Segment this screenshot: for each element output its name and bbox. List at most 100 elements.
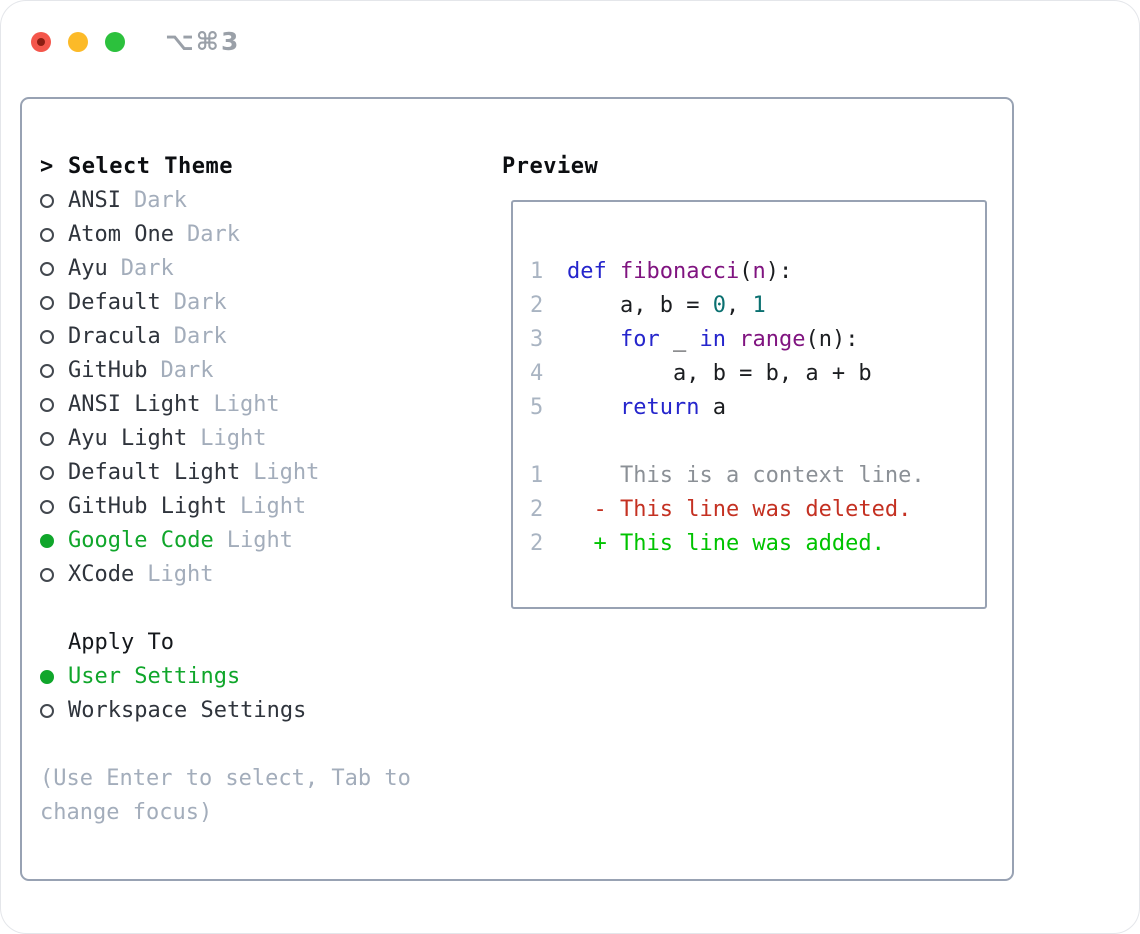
help-line-1: (Use Enter to select, Tab to	[40, 766, 411, 791]
radio-icon	[40, 262, 54, 276]
theme-option-xcode[interactable]: XCode Light	[40, 558, 319, 592]
code-line: 5 return a	[530, 391, 979, 425]
radio-slot	[40, 432, 68, 446]
token-plain	[726, 327, 739, 352]
theme-name: Ayu Light	[68, 426, 188, 451]
diff-text: + This line was added.	[567, 531, 885, 556]
theme-name: GitHub	[68, 358, 148, 383]
radio-icon	[40, 466, 54, 480]
radio-icon	[40, 296, 54, 310]
theme-option-dracula[interactable]: Dracula Dark	[40, 320, 319, 354]
apply-option-label: Workspace Settings	[68, 698, 307, 723]
help-line-2: change focus)	[40, 800, 213, 825]
theme-variant: Light	[213, 392, 280, 417]
token-plain: (	[739, 259, 753, 284]
line-number: 2	[530, 497, 544, 522]
code-text: a, b = b, a + b	[567, 357, 872, 391]
zoom-button[interactable]	[105, 31, 125, 52]
theme-variant: Dark	[160, 358, 214, 383]
radio-slot	[40, 194, 68, 208]
diff-text: This is a context line.	[567, 463, 925, 488]
radio-slot	[40, 330, 68, 344]
diff-line-deleted: 2 - This line was deleted.	[530, 493, 979, 527]
token-plain: (n):	[805, 327, 859, 352]
cursor-prompt-icon: >	[40, 154, 54, 179]
code-line: 3 for _ in range(n):	[530, 323, 979, 357]
theme-name: Google Code	[68, 528, 214, 553]
radio-icon	[40, 704, 54, 718]
line-number: 1	[530, 259, 544, 284]
line-number: 2	[530, 531, 544, 556]
line-number: 5	[530, 395, 544, 420]
radio-icon	[40, 432, 54, 446]
token-function: n	[752, 259, 766, 284]
token-keyword: for	[619, 327, 660, 352]
theme-option-default[interactable]: Default Dark	[40, 286, 319, 320]
radio-slot	[40, 500, 68, 514]
theme-name: Atom One	[68, 222, 174, 247]
theme-variant: Light	[226, 528, 293, 553]
theme-option-github[interactable]: GitHub Dark	[40, 354, 319, 388]
radio-icon	[40, 500, 54, 514]
radio-icon	[40, 330, 54, 344]
radio-slot	[40, 568, 68, 582]
theme-name: Default	[68, 290, 161, 315]
code-line: 1 def fibonacci(n):	[530, 255, 979, 289]
radio-slot	[40, 670, 68, 684]
line-number: 4	[530, 361, 544, 386]
theme-variant: Dark	[120, 256, 174, 281]
close-button[interactable]	[31, 31, 51, 52]
diff-line-context: 1 This is a context line.	[530, 459, 979, 493]
theme-variant: Dark	[173, 290, 227, 315]
titlebar: ⌥⌘3	[31, 27, 240, 56]
radio-selected-icon	[40, 534, 54, 548]
code-text: def fibonacci(n):	[567, 255, 792, 289]
theme-variant: Light	[253, 460, 320, 485]
token-function: range	[739, 327, 806, 352]
theme-variant: Light	[147, 562, 214, 587]
theme-option-github-light[interactable]: GitHub Light Light	[40, 490, 319, 524]
token-plain	[567, 395, 620, 420]
radio-icon	[40, 194, 54, 208]
code-text: return a	[567, 391, 726, 425]
diff-line-added: 2 + This line was added.	[530, 527, 979, 561]
theme-option-ansi[interactable]: ANSI Dark	[40, 184, 319, 218]
radio-slot	[40, 262, 68, 276]
token-plain: ,	[725, 293, 753, 318]
apply-option-label: User Settings	[68, 664, 241, 689]
line-number: 2	[530, 293, 544, 318]
theme-name: GitHub Light	[68, 494, 227, 519]
theme-name: XCode	[68, 562, 135, 587]
token-plain	[607, 259, 620, 284]
radio-icon	[40, 228, 54, 242]
theme-option-google-code[interactable]: Google Code Light	[40, 524, 319, 558]
token-keyword: return	[619, 395, 700, 420]
theme-variant: Light	[239, 494, 307, 519]
apply-option-user-settings[interactable]: User Settings	[40, 660, 306, 694]
theme-variant: Dark	[173, 324, 227, 349]
radio-slot	[40, 398, 68, 412]
theme-variant: Dark	[133, 188, 187, 213]
theme-name: Dracula	[68, 324, 161, 349]
preview-header: Preview	[502, 150, 598, 184]
token-function: fibonacci	[620, 259, 740, 284]
apply-option-workspace-settings[interactable]: Workspace Settings	[40, 694, 306, 728]
blank-line	[530, 425, 979, 459]
token-plain: _	[659, 327, 700, 352]
token-keyword: def	[567, 259, 607, 284]
token-keyword: in	[699, 327, 726, 352]
token-plain: a	[699, 395, 726, 420]
code-text: for _ in range(n):	[567, 323, 858, 357]
minimize-button[interactable]	[68, 31, 88, 52]
theme-name: ANSI	[68, 188, 121, 213]
